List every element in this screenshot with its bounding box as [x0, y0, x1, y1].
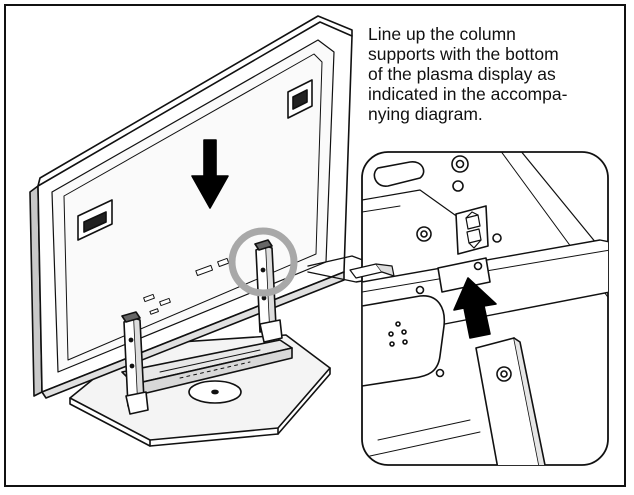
down-arrow: [191, 139, 229, 209]
right-column-support: [254, 239, 283, 343]
left-handle-grip: [83, 211, 107, 233]
highlight-circle: [228, 227, 298, 297]
display-connectors: [143, 257, 230, 315]
detail-inset: [361, 151, 609, 466]
bracket-detail: [349, 263, 395, 279]
left-column-support: [121, 311, 149, 415]
right-handle-grip: [292, 89, 308, 110]
up-arrow: [453, 277, 497, 339]
plasma-display: [29, 15, 353, 399]
instruction-text: Line up the column supports with the bot…: [368, 24, 568, 124]
